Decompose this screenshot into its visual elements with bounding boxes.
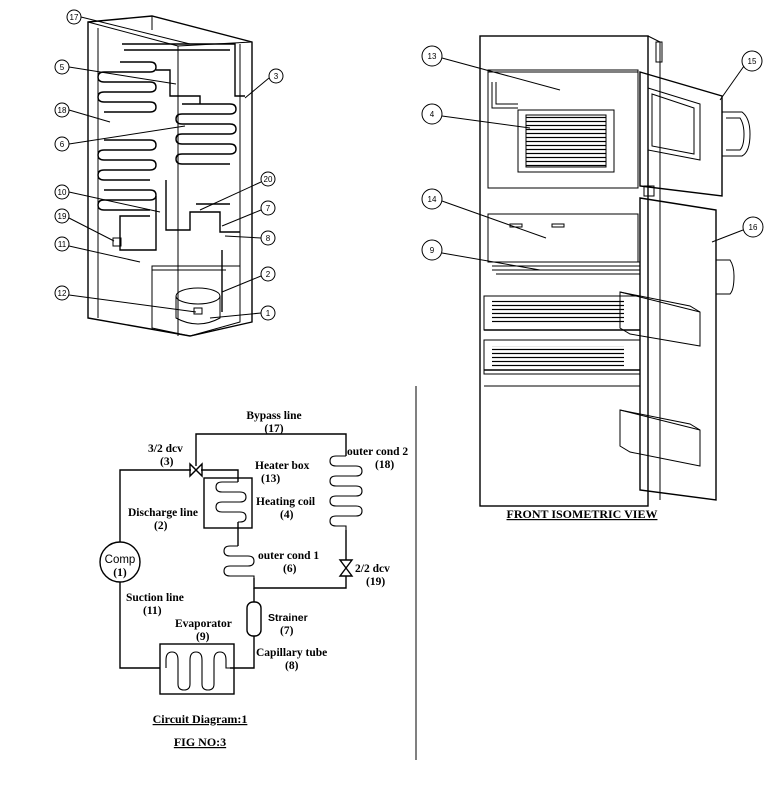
bypass-line-pipe <box>195 433 347 466</box>
compressor <box>99 541 141 583</box>
suction-line-label: Suction line <box>126 592 184 604</box>
valve-2-2-dcv <box>338 559 354 577</box>
svg-text:14: 14 <box>428 195 437 204</box>
svg-text:3: 3 <box>274 72 279 81</box>
suction-line-pipe <box>119 582 160 669</box>
dcv22-number: (19) <box>366 576 385 588</box>
strainer <box>246 601 262 637</box>
callout-12: 12 <box>54 285 197 313</box>
dcv22-label: 2/2 dcv <box>355 563 390 575</box>
callout-1: 1 <box>209 305 276 321</box>
heating-coil-label: Heating coil <box>256 496 315 508</box>
svg-text:12: 12 <box>58 289 67 298</box>
heating-coil-number: (4) <box>280 509 294 521</box>
svg-text:18: 18 <box>58 106 67 115</box>
svg-text:15: 15 <box>748 57 757 66</box>
svg-text:2: 2 <box>266 270 271 279</box>
callout-9: 9 <box>421 239 541 271</box>
back-cabinet-outline <box>87 15 253 337</box>
outer-cond-2-label: outer cond 2 <box>347 446 408 458</box>
door-bin-lower <box>619 409 701 467</box>
svg-text:20: 20 <box>264 175 273 184</box>
compressor-number: (1) <box>113 567 127 579</box>
capillary-tube-label: Capillary tube <box>256 647 327 659</box>
discharge-line-pipe <box>119 469 191 542</box>
callout-3: 3 <box>244 68 284 99</box>
svg-text:7: 7 <box>266 204 271 213</box>
figure-number: FIG NO:3 <box>174 735 226 749</box>
callout-14: 14 <box>421 188 547 239</box>
svg-text:5: 5 <box>60 63 65 72</box>
callout-19: 19 <box>54 208 115 242</box>
freezer-door <box>639 71 723 197</box>
callout-5: 5 <box>54 59 177 85</box>
back-view-drawing <box>87 15 253 337</box>
svg-text:8: 8 <box>266 234 271 243</box>
door-bin-upper <box>619 291 701 347</box>
dcv32-number: (3) <box>160 456 174 468</box>
capillary-tube-number: (8) <box>285 660 299 672</box>
front-cabinet-outline <box>479 35 649 507</box>
heater-box <box>203 477 253 529</box>
svg-text:17: 17 <box>70 13 79 22</box>
circuit-diagram <box>99 433 363 695</box>
callout-6: 6 <box>54 125 186 152</box>
svg-text:10: 10 <box>58 188 67 197</box>
strainer-label: Strainer <box>268 612 308 624</box>
valve-3-2-dcv <box>189 462 203 478</box>
bypass-line-label: Bypass line <box>246 410 301 422</box>
callout-10: 10 <box>54 184 161 213</box>
heating-coil <box>215 481 247 523</box>
svg-text:9: 9 <box>430 246 435 255</box>
callout-20: 20 <box>199 171 276 211</box>
back-view-callouts: 17 5 3 18 6 10 20 7 19 8 11 2 12 1 <box>54 9 284 321</box>
callout-15: 15 <box>719 50 763 101</box>
svg-text:16: 16 <box>749 223 758 232</box>
callout-2: 2 <box>221 266 276 293</box>
callout-8: 8 <box>224 230 276 246</box>
heater-box-label: Heater box <box>255 460 310 472</box>
callout-4: 4 <box>421 103 531 129</box>
bypass-line-number: (17) <box>264 423 283 435</box>
circuit-caption: Circuit Diagram:1 <box>153 712 248 726</box>
svg-text:1: 1 <box>266 309 271 318</box>
svg-text:4: 4 <box>430 110 435 119</box>
svg-text:11: 11 <box>58 240 67 249</box>
outer-cond-1-number: (6) <box>283 563 297 575</box>
callout-18: 18 <box>54 102 111 123</box>
callout-11: 11 <box>54 236 141 263</box>
circuit-labels: Bypass line (17) 3/2 dcv (3) Heater box … <box>105 410 409 749</box>
front-view-drawing <box>479 35 751 507</box>
evaporator-coil <box>165 651 230 691</box>
callout-16: 16 <box>711 216 764 243</box>
evaporator-box <box>159 643 235 695</box>
callout-17: 17 <box>66 9 191 45</box>
front-view-callouts: 13 15 4 14 16 9 <box>421 45 764 271</box>
suction-line-number: (11) <box>143 605 162 617</box>
evaporator-number: (9) <box>196 631 210 643</box>
outer-cond-2-number: (18) <box>375 459 394 471</box>
svg-text:13: 13 <box>428 52 437 61</box>
heater-box-number: (13) <box>261 473 280 485</box>
svg-text:19: 19 <box>58 212 67 221</box>
front-view-title: FRONT ISOMETRIC VIEW <box>507 507 658 521</box>
discharge-line-label: Discharge line <box>128 507 198 519</box>
callout-13: 13 <box>421 45 561 91</box>
evaporator-label: Evaporator <box>175 618 232 630</box>
compressor-label: Comp <box>105 554 136 566</box>
outer-cond-1-coil <box>223 545 255 578</box>
outer-cond-2-coil <box>329 455 363 530</box>
svg-text:6: 6 <box>60 140 65 149</box>
outer-cond-1-label: outer cond 1 <box>258 550 319 562</box>
left-condenser-coil <box>97 61 157 211</box>
dcv32-label: 3/2 dcv <box>148 443 183 455</box>
right-condenser-coil <box>175 103 237 165</box>
strainer-number: (7) <box>280 625 294 637</box>
refrigerator-door <box>639 197 717 501</box>
callout-7: 7 <box>221 200 276 227</box>
discharge-line-number: (2) <box>154 520 168 532</box>
